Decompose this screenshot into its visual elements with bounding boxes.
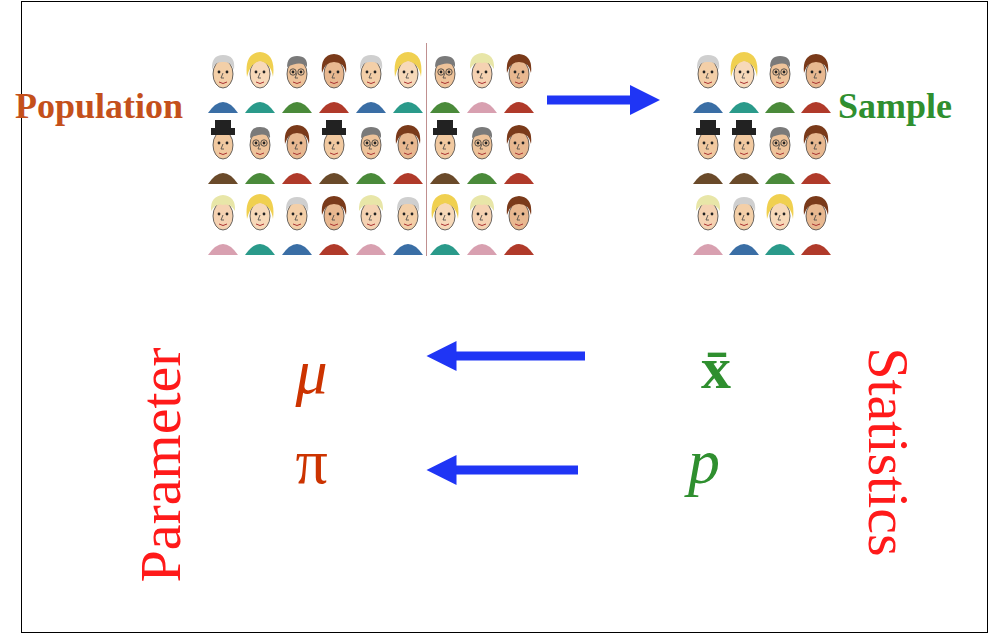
statistic-symbol: p	[684, 425, 724, 500]
node-label: p	[688, 427, 720, 497]
arrow-shaft	[455, 466, 579, 475]
parameter-symbol: π	[292, 425, 333, 500]
node-label: Sample	[838, 87, 961, 127]
parameter-label: Parameter	[128, 347, 192, 582]
arrow-connector	[547, 85, 660, 115]
arrow-shaft	[455, 352, 586, 361]
node-label: π	[296, 427, 329, 497]
statistic-symbol: x̄	[697, 333, 735, 403]
node-label: x̄	[701, 335, 731, 401]
arrow-head	[427, 341, 457, 371]
arrow-connector	[427, 341, 586, 371]
parameter-symbol: μ	[292, 335, 333, 410]
node-label: μ	[296, 337, 329, 407]
node-label: Population	[15, 87, 547, 127]
sample-group: Sample	[688, 43, 961, 257]
arrow-head	[630, 85, 660, 115]
arrow-shaft	[547, 96, 632, 105]
population-group: Population	[12, 43, 547, 257]
arrow-connector	[427, 455, 579, 485]
statistics-label: Statistics	[855, 347, 919, 556]
arrow-head	[427, 455, 457, 485]
